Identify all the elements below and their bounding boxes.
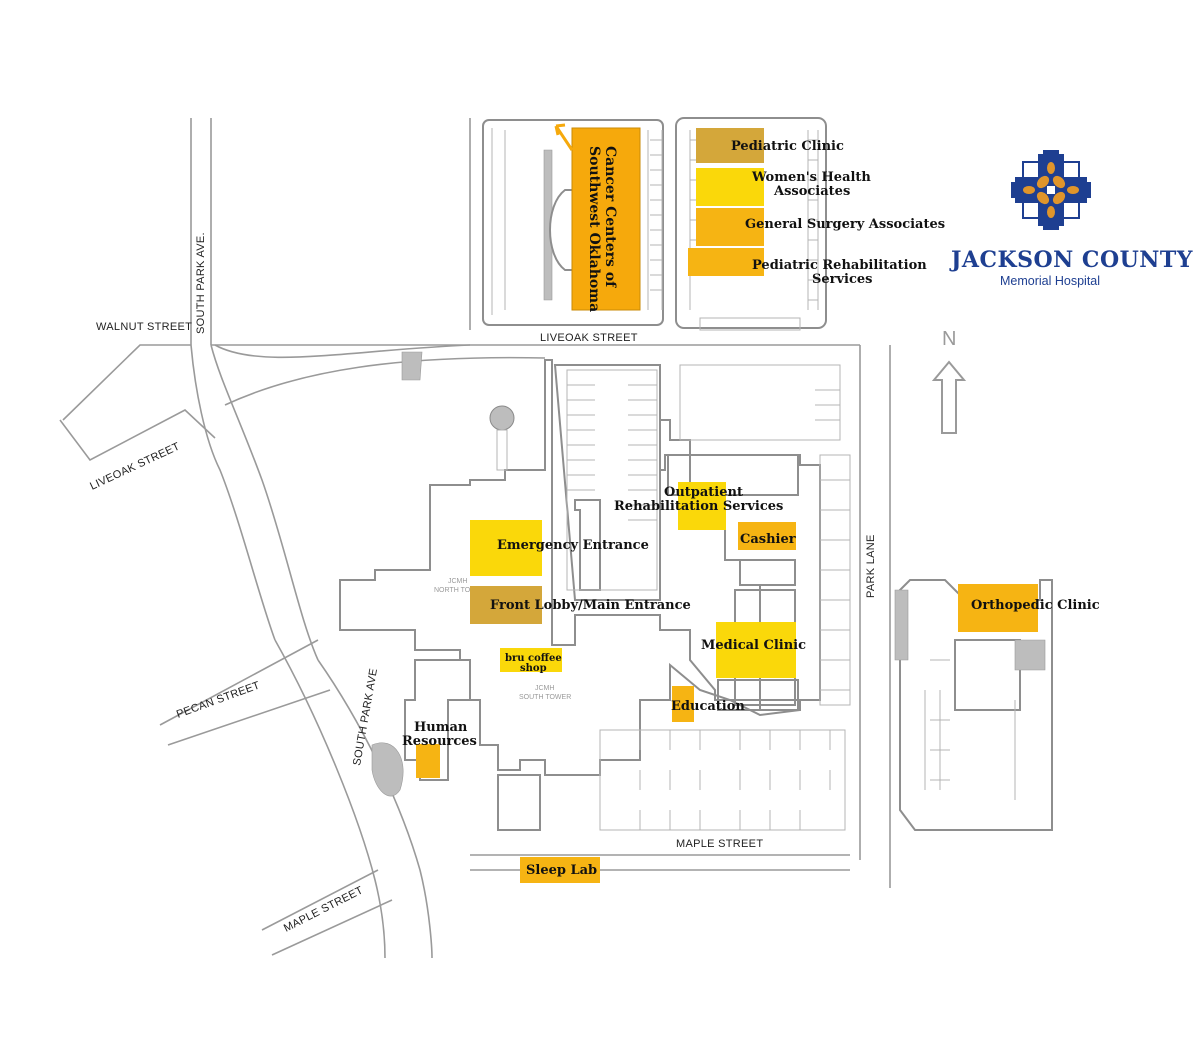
sleep-lab-label: Sleep Lab [526,863,597,878]
outpatient-label-2: Rehabilitation Services [614,499,783,514]
education-label: Education [671,699,745,714]
cashier-block [738,522,796,550]
emergency-block [470,520,542,576]
building-highlights [416,123,1038,883]
south-tower-line1: JCMH [535,685,554,692]
building-labels: Cancer Centers of Southwest Oklahoma Ped… [402,139,1100,878]
main-hospital [339,351,841,831]
emergency-label: Emergency Entrance [497,538,649,553]
pediatric-clinic-label: Pediatric Clinic [731,139,844,154]
human-resources-block [416,744,440,778]
compass: N [931,328,967,434]
logo-subtitle: Memorial Hospital [1000,274,1100,288]
peds-rehab-label-1: Pediatric Rehabilitation [752,258,927,273]
sleep-lab-block [520,857,600,883]
outpatient-label-1: Outpatient [664,485,743,500]
south-parking [599,454,851,831]
north-arrow-icon [931,360,967,434]
peds-rehab-block [688,248,764,276]
medical-clinic-label: Medical Clinic [701,638,806,653]
outpatient-block [678,482,726,530]
cancer-center-arrow-icon [554,123,574,151]
general-surgery-label: General Surgery Associates [745,217,945,232]
compass-label: N [942,328,956,350]
front-lobby-block [470,586,542,624]
general-surgery-block [696,208,764,246]
liveoak-street-left-label: LIVEOAK STREET [88,441,182,493]
hospital-logo: JACKSON COUNTY Memorial Hospital [949,150,1193,288]
roads [59,118,891,959]
womens-health-block [696,168,764,206]
medical-clinic-block [716,622,796,678]
education-block [672,686,694,722]
cancer-center-block [571,127,641,311]
womens-health-label-2: Associates [773,184,850,199]
womens-health-label-1: Women's Health [751,170,871,185]
cancer-center-label-2: Southwest Oklahoma [586,146,602,312]
maple-street-bottom-label: MAPLE STREET [676,838,763,850]
cashier-label: Cashier [740,532,796,547]
walnut-street-label: WALNUT STREET [96,321,192,333]
bru-coffee-label-2: shop [520,663,547,674]
bru-coffee-label-1: bru coffee [505,653,562,664]
bru-coffee-block [500,648,562,672]
human-resources-label-2: Resources [402,734,477,749]
orthopedic-block [958,584,1038,632]
south-park-ave-top-label: SOUTH PARK AVE. [195,232,207,334]
pecan-street-label: PECAN STREET [175,679,262,720]
pediatric-clinic-block [696,128,764,163]
front-lobby-label: Front Lobby/Main Entrance [490,598,691,613]
north-tower-line1: JCMH [448,578,467,585]
north-tower-line2: NORTH TOWER [434,587,487,594]
maple-street-left-label: MAPLE STREET [282,884,365,934]
human-resources-label-1: Human [414,720,468,735]
park-lane-label: PARK LANE [865,534,877,598]
south-tower-line2: SOUTH TOWER [519,694,571,701]
tower-labels: JCMH NORTH TOWER JCMH SOUTH TOWER [434,578,571,701]
cross-logo-icon [1011,150,1091,230]
orthopedic-label: Orthopedic Clinic [971,598,1100,613]
cancer-center-label-1: Cancer Centers of [602,146,618,288]
east-campus [894,579,1053,831]
peds-rehab-label-2: Services [812,272,873,287]
liveoak-street-top-label: LIVEOAK STREET [540,332,638,344]
logo-title: JACKSON COUNTY [949,247,1193,273]
